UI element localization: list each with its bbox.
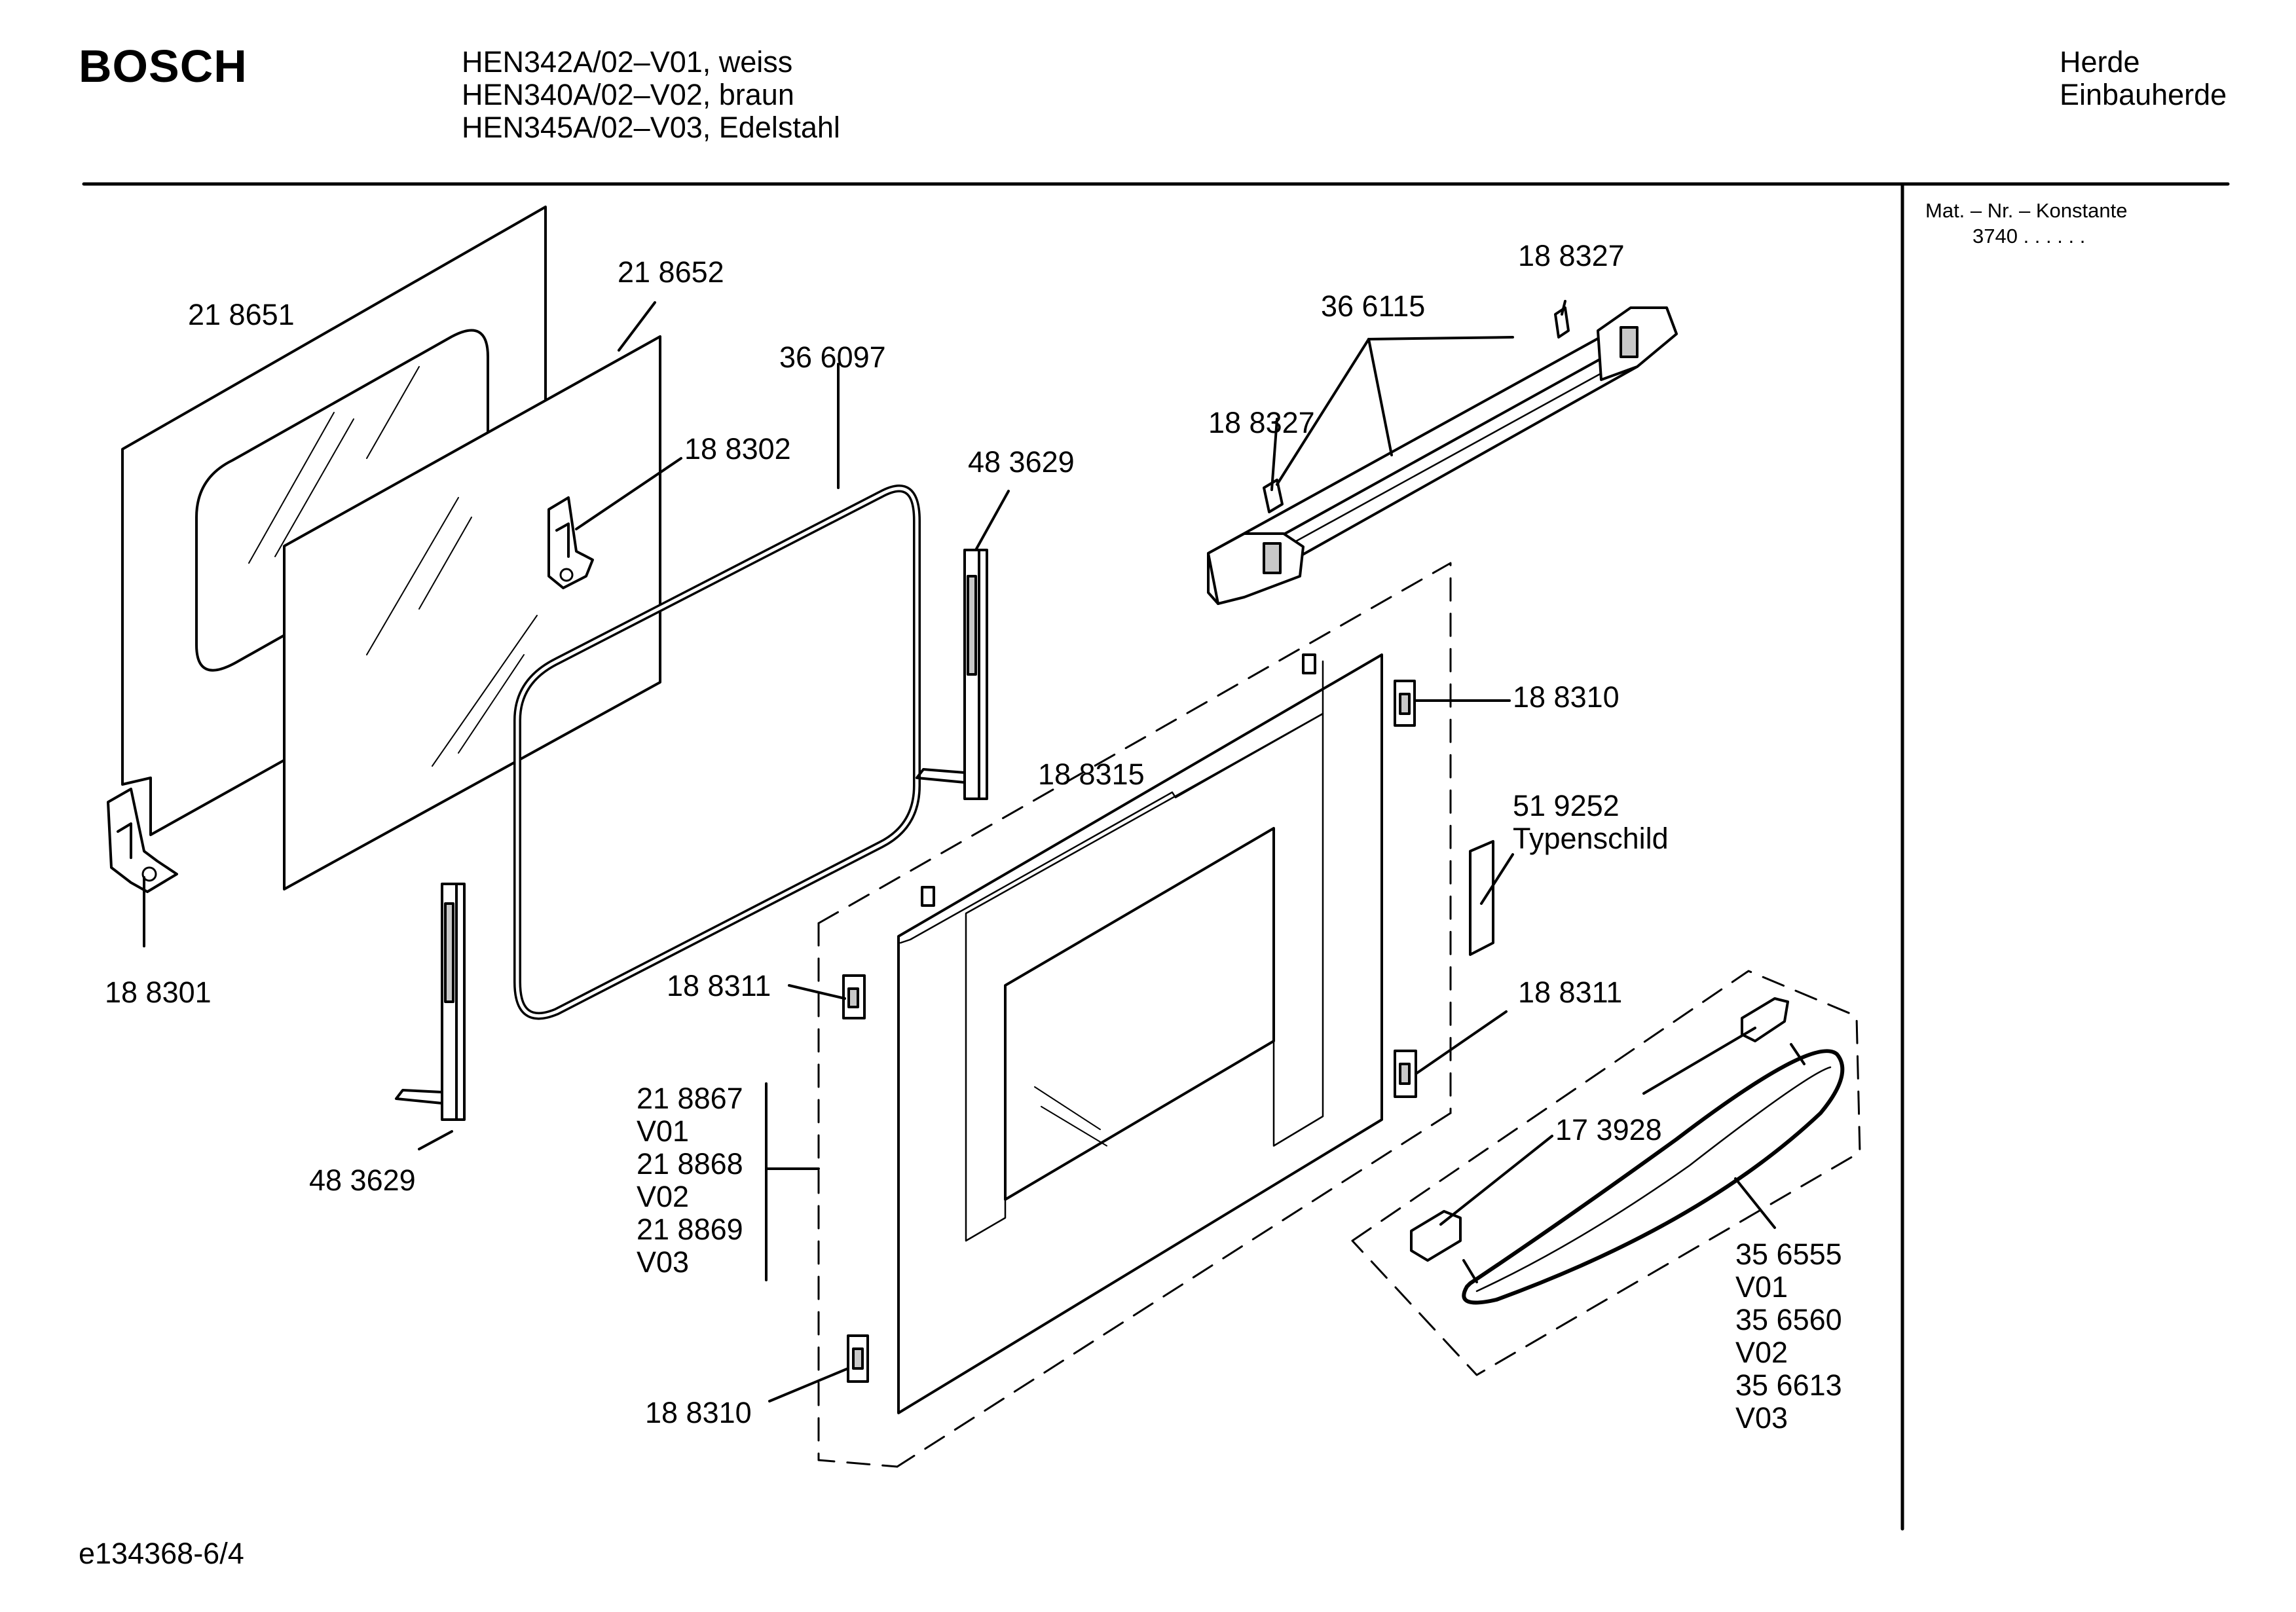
bracket-188302 [547, 496, 594, 589]
door-handle [1351, 970, 1861, 1376]
clip-188310-bottom [847, 1334, 869, 1383]
inner-glass-pane [283, 335, 661, 890]
label-218868: 21 8868 [637, 1147, 743, 1181]
label-366115: 36 6115 [1321, 289, 1426, 323]
hinge-483629-top [916, 549, 988, 800]
type-plate [1469, 840, 1494, 956]
category-line-1: Herde [2060, 45, 2140, 79]
clip-188310-top [1394, 680, 1416, 727]
label-188327-left: 18 8327 [1208, 406, 1315, 439]
label-356613-variant: V03 [1735, 1401, 1788, 1435]
label-188327-top: 18 8327 [1518, 239, 1625, 272]
label-218868-variant: V02 [637, 1180, 690, 1213]
label-218869-variant: V03 [637, 1245, 690, 1279]
pin-188315-left [921, 886, 935, 907]
handle-strip [1207, 306, 1678, 605]
label-356560: 35 6560 [1735, 1303, 1842, 1336]
label-483629-bottom: 48 3629 [309, 1163, 416, 1197]
clip-188311-right [1394, 1050, 1417, 1098]
pin-188315-right [1302, 653, 1316, 674]
model-line-3: HEN345A/02–V03, Edelstahl [462, 111, 840, 144]
label-188311-left: 18 8311 [667, 969, 771, 1002]
label-356555-variant: V01 [1735, 1270, 1788, 1304]
door-gasket [513, 485, 921, 1020]
label-356560-variant: V02 [1735, 1336, 1788, 1369]
hinge-483629-bottom [395, 883, 466, 1121]
label-356613: 35 6613 [1735, 1368, 1842, 1402]
clip-188311-left [842, 974, 866, 1019]
model-line-1: HEN342A/02–V01, weiss [462, 45, 793, 79]
label-519252: 51 9252 [1513, 789, 1620, 822]
label-218652: 21 8652 [618, 255, 724, 289]
label-188310-top: 18 8310 [1513, 680, 1620, 714]
label-173928: 17 3928 [1555, 1113, 1662, 1146]
label-typenschild: Typenschild [1513, 822, 1669, 855]
label-218869: 21 8869 [637, 1213, 743, 1246]
label-483629-top: 48 3629 [968, 445, 1075, 479]
outer-door-panel [897, 653, 1383, 1414]
leader-lines [143, 300, 1776, 1402]
label-188310-bottom: 18 8310 [645, 1396, 752, 1429]
bracket-188301 [107, 788, 178, 893]
mat-nr-konstante-title: Mat. – Nr. – Konstante [1925, 199, 2128, 222]
label-356555: 35 6555 [1735, 1237, 1842, 1271]
label-188311-right: 18 8311 [1518, 976, 1623, 1009]
label-188315: 18 8315 [1038, 758, 1145, 791]
label-218867-variant: V01 [637, 1114, 690, 1148]
label-218867: 21 8867 [637, 1082, 743, 1115]
label-366097: 36 6097 [779, 340, 886, 374]
category-line-2: Einbauherde [2060, 78, 2227, 111]
model-line-2: HEN340A/02–V02, braun [462, 78, 794, 111]
label-218651: 21 8651 [188, 298, 295, 331]
mat-nr-konstante-value: 3740 . . . . . . [1972, 225, 2086, 247]
label-188302: 18 8302 [684, 432, 791, 466]
drawing-id: e134368-6/4 [79, 1537, 244, 1570]
door-assembly-dashed-frame [817, 562, 1452, 1468]
label-188301: 18 8301 [105, 976, 212, 1009]
brand-logo: BOSCH [79, 41, 248, 92]
